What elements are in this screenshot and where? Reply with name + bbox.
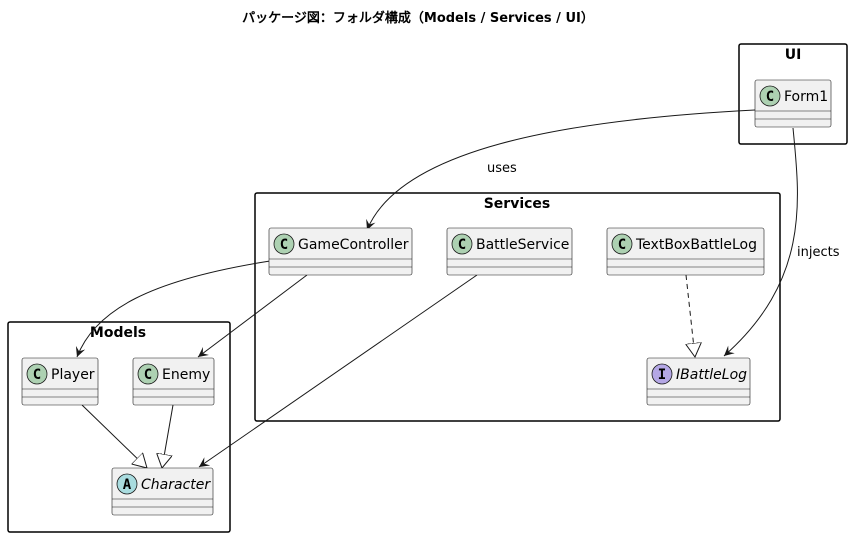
class-name-textboxbattlelog: TextBoxBattleLog bbox=[635, 237, 757, 253]
class-name-ibattlelog: IBattleLog bbox=[676, 367, 747, 383]
edge-gamecontroller-enemy bbox=[197, 274, 308, 358]
class-gamecontroller[interactable]: C GameController bbox=[268, 227, 413, 276]
edges: uses injects bbox=[75, 109, 840, 468]
edge-battleservice-character bbox=[198, 274, 478, 468]
class-icon bbox=[759, 85, 781, 107]
stereotype-letter: C bbox=[458, 237, 466, 253]
edge-form1-injects-ibattlelog bbox=[723, 127, 798, 357]
stereotype-letter: C bbox=[144, 367, 152, 383]
package-label-ui: UI bbox=[785, 47, 802, 63]
stereotype-letter: C bbox=[766, 89, 774, 105]
class-icon bbox=[611, 233, 633, 255]
class-icon bbox=[273, 233, 295, 255]
class-battleservice[interactable]: C BattleService bbox=[446, 227, 573, 276]
class-textboxbattlelog[interactable]: C TextBoxBattleLog bbox=[606, 227, 765, 276]
stereotype-letter: I bbox=[658, 367, 666, 383]
edge-textboxbattlelog-realizes-ibattlelog bbox=[685, 274, 695, 357]
class-name-form1: Form1 bbox=[784, 89, 828, 105]
package-label-models: Models bbox=[90, 325, 146, 341]
class-name-character: Character bbox=[141, 477, 211, 493]
package-label-services: Services bbox=[484, 196, 551, 212]
abstract-icon bbox=[116, 473, 138, 495]
stereotype-letter: C bbox=[280, 237, 288, 253]
stereotype-letter: C bbox=[33, 367, 41, 383]
edge-gamecontroller-player bbox=[75, 260, 271, 358]
class-name-gamecontroller: GameController bbox=[298, 237, 409, 253]
edge-form1-uses-gamecontroller bbox=[366, 109, 756, 231]
edge-player-extends-character bbox=[81, 404, 147, 468]
edge-label-uses: uses bbox=[487, 161, 517, 176]
class-icon bbox=[451, 233, 473, 255]
class-name-battleservice: BattleService bbox=[476, 237, 569, 253]
class-player[interactable]: C Player bbox=[21, 357, 99, 406]
class-form1[interactable]: C Form1 bbox=[754, 79, 832, 128]
edge-label-injects: injects bbox=[797, 245, 840, 260]
class-icon bbox=[137, 363, 159, 385]
stereotype-letter: A bbox=[123, 477, 132, 493]
interface-icon bbox=[651, 363, 673, 385]
class-name-player: Player bbox=[51, 367, 95, 383]
stereotype-letter: C bbox=[618, 237, 626, 253]
interface-ibattlelog[interactable]: I IBattleLog bbox=[646, 357, 751, 406]
class-icon bbox=[26, 363, 48, 385]
diagram-title: パッケージ図：フォルダ構成（Models / Services / UI） bbox=[242, 10, 594, 26]
class-enemy[interactable]: C Enemy bbox=[132, 357, 215, 406]
class-name-enemy: Enemy bbox=[162, 367, 210, 383]
abstract-class-character[interactable]: A Character bbox=[111, 467, 214, 516]
edge-enemy-extends-character bbox=[162, 404, 174, 468]
